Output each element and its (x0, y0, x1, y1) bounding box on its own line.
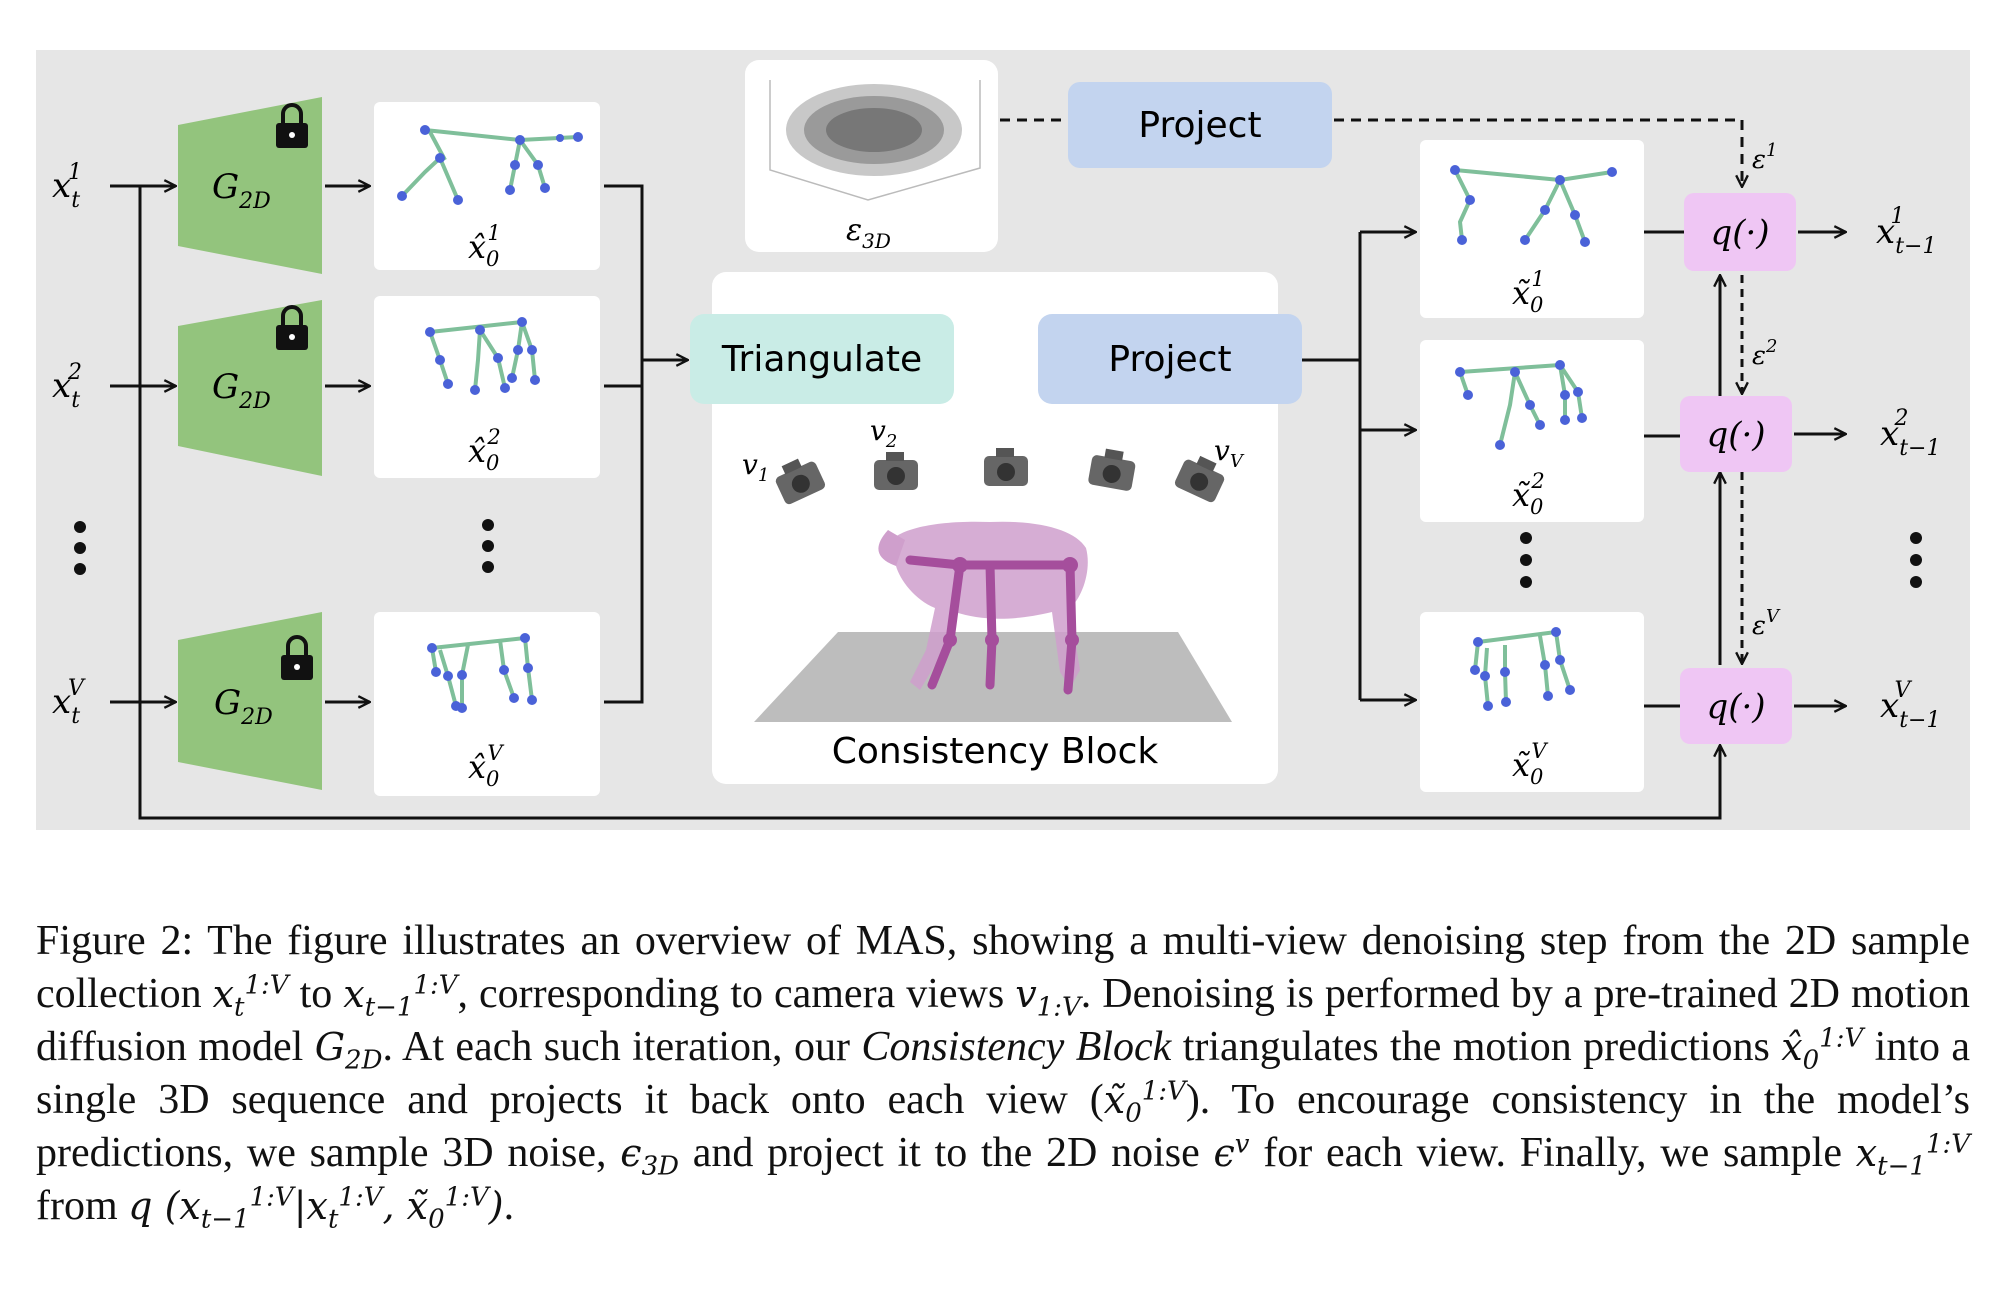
joints (397, 125, 583, 205)
svg-text:x̂01: x̂01 (468, 221, 501, 271)
math-v: v1:V (1015, 972, 1081, 1023)
output-x1: xt−11 (1876, 204, 1936, 259)
svg-text:x̂02: x̂02 (468, 425, 501, 475)
triangulate-box: Triangulate (690, 314, 954, 404)
camera-icon (984, 448, 1028, 486)
math-xtilde: x̃01:V (1103, 1076, 1186, 1129)
q-box-2: q(·) (1680, 396, 1792, 472)
math-G2D: G2D (314, 1025, 383, 1076)
svg-text:Triangulate: Triangulate (721, 339, 922, 380)
epsilon-V: εV (1752, 606, 1781, 641)
math-eps3d: ϵ3D (620, 1131, 679, 1182)
math-epsv: ϵv (1213, 1129, 1250, 1175)
math-xhat: x̂01:V (1781, 1023, 1864, 1076)
svg-text:ε2: ε2 (1752, 336, 1777, 371)
camera-label-v2: v2 (870, 414, 897, 452)
svg-text:x̂0V: x̂0V (468, 741, 504, 791)
svg-text:εV: εV (1752, 606, 1781, 641)
svg-text:x̃0V: x̃0V (1512, 739, 1548, 789)
epsilon-1: ε1 (1752, 140, 1777, 175)
svg-text:G2D: G2D (212, 167, 271, 214)
svg-text:xt−1V: xt−1V (1880, 678, 1940, 733)
svg-text:vV: vV (1214, 434, 1245, 472)
svg-text:x̃02: x̃02 (1512, 469, 1545, 519)
svg-text:ε1: ε1 (1752, 140, 1777, 175)
output-xV: xt−1V (1880, 678, 1940, 733)
prediction-1: x̂01 (374, 102, 600, 271)
lock-icon (276, 103, 308, 148)
svg-text:G2D: G2D (212, 367, 271, 414)
projected-2: x̃02 (1420, 340, 1644, 522)
camera-icon (775, 458, 826, 505)
camera-label-vV: vV (1214, 434, 1245, 472)
lock-icon (281, 635, 313, 680)
ellipsis-predictions (482, 519, 494, 573)
camera-icon (874, 452, 918, 490)
projected-1: x̃01 (1420, 140, 1644, 318)
svg-text:q(·): q(·) (1706, 687, 1765, 727)
math-xt-1-b: xt−11:V (1855, 1129, 1971, 1182)
project-box: Project (1038, 314, 1302, 404)
math-xt-1: xt−11:V (343, 970, 458, 1023)
noise-cloud-icon (769, 80, 981, 201)
prediction-2: x̂02 (374, 296, 600, 478)
joints (427, 633, 537, 713)
svg-text:G2D: G2D (214, 683, 273, 730)
svg-text:v1: v1 (742, 448, 769, 486)
q-box-V: q(·) (1680, 668, 1792, 744)
output-x2: xt−12 (1880, 406, 1940, 461)
figure-caption: Figure 2: The figure illustrates an over… (36, 918, 1971, 1235)
svg-text:xt−12: xt−12 (1880, 406, 1940, 461)
input-x2: xt2 (52, 360, 82, 413)
svg-text:xt−11: xt−11 (1876, 204, 1936, 259)
svg-text:q(·): q(·) (1706, 415, 1765, 455)
input-xV: xtV (52, 676, 86, 729)
camera-icon (1088, 448, 1136, 491)
epsilon-2: ε2 (1752, 336, 1777, 371)
svg-text:xt2: xt2 (52, 360, 82, 413)
svg-text:Project: Project (1138, 105, 1261, 146)
noise-3d-panel: ε3D (745, 60, 998, 253)
mas-overview-diagram: xt1 G2D x̂01 xt2 G2D (36, 50, 1970, 830)
ellipsis-outputs (1910, 532, 1922, 588)
svg-text:xtV: xtV (52, 676, 86, 729)
caption-label: Figure 2: (36, 918, 194, 964)
svg-text:xt1: xt1 (52, 160, 82, 213)
camera-icon (1174, 455, 1225, 503)
svg-text:q(·): q(·) (1710, 213, 1769, 253)
q-box-1: q(·) (1684, 193, 1796, 271)
svg-text:ε3D: ε3D (846, 213, 891, 253)
prediction-V: x̂0V (374, 612, 600, 796)
math-q-expr: q (xt−11:V|xt1:V, x̃01:V) (128, 1182, 504, 1235)
lock-icon (276, 305, 308, 350)
svg-text:x̃01: x̃01 (1512, 267, 1545, 317)
ellipsis-inputs (74, 521, 86, 575)
project-top-box: Project (1068, 82, 1332, 168)
camera-label-v1: v1 (742, 448, 769, 486)
ellipsis-projected (1520, 532, 1532, 588)
input-x1: xt1 (52, 160, 82, 213)
horse-figure (878, 521, 1088, 695)
math-xt: xt1:V (212, 970, 289, 1023)
svg-text:Project: Project (1108, 339, 1231, 380)
joints (425, 317, 540, 395)
consistency-block-label: Consistency Block (832, 731, 1159, 772)
svg-text:v2: v2 (870, 414, 897, 452)
projected-V: x̃0V (1420, 612, 1644, 792)
